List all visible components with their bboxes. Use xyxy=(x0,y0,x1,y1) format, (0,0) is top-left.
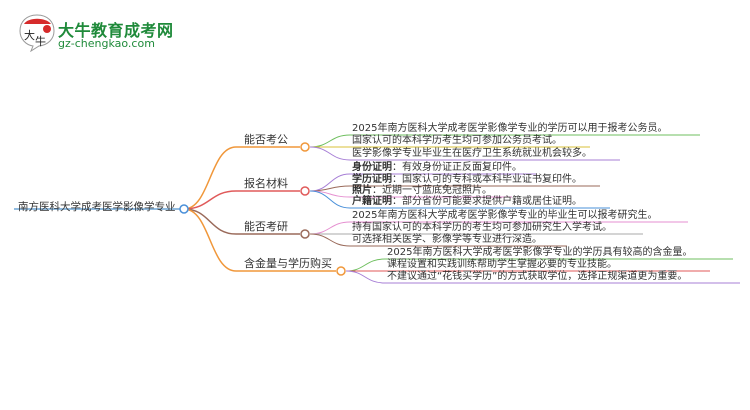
leaf-education-proof: 学历证明：国家认可的专科或本科毕业证书复印件。 xyxy=(352,174,582,186)
leaf-text: 可选择相关医学、影像学等专业进行深造。 xyxy=(352,234,542,245)
leaf-key: 户籍证明 xyxy=(352,196,392,207)
mindmap-root[interactable]: 南方医科大学成考医学影像学专业 xyxy=(18,201,176,213)
leaf-value: ：近期一寸蓝底免冠照片。 xyxy=(372,185,492,196)
branch-application-materials[interactable]: 报名材料 xyxy=(244,177,288,190)
leaf-text: 持有国家认可的本科学历的考生均可参加研究生入学考试。 xyxy=(352,222,612,233)
leaf-text: 不建议通过“花钱买学历”的方式获取学位，选择正规渠道更为重要。 xyxy=(387,271,688,282)
leaf-text: 2025年南方医科大学成考医学影像学专业的学历具有较高的含金量。 xyxy=(387,247,693,258)
svg-text:大: 大 xyxy=(24,28,35,42)
branch-value-and-purchase[interactable]: 含金量与学历购买 xyxy=(244,257,332,270)
leaf-key: 照片 xyxy=(352,185,372,196)
svg-text:牛: 牛 xyxy=(35,34,46,48)
leaf-text: 2025年南方医科大学成考医学影像学专业的毕业生可以报考研究生。 xyxy=(352,210,658,221)
leaf-household-proof: 户籍证明：部分省份可能要求提供户籍或居住证明。 xyxy=(352,196,582,208)
leaf-id-proof: 身份证明：有效身份证正反面复印件。 xyxy=(352,162,522,174)
branch-postgraduate[interactable]: 能否考研 xyxy=(244,220,288,233)
logo-badge-icon: 大 牛 xyxy=(19,14,55,52)
leaf-key: 身份证明 xyxy=(352,162,392,173)
logo-title: 大牛教育成考网 xyxy=(58,21,174,40)
leaf-text: 课程设置和实践训练帮助学生掌握必要的专业技能。 xyxy=(387,259,617,270)
leaf-text: 国家认可的本科学历考生均可参加公务员考试。 xyxy=(352,135,562,146)
leaf-value: ：国家认可的专科或本科毕业证书复印件。 xyxy=(392,174,582,185)
leaf-key: 学历证明 xyxy=(352,174,392,185)
branch-civil-service[interactable]: 能否考公 xyxy=(244,133,288,146)
logo-url: gz-chengkao.com xyxy=(58,37,155,50)
leaf-photo: 照片：近期一寸蓝底免冠照片。 xyxy=(352,185,492,197)
leaf-value: ：有效身份证正反面复印件。 xyxy=(392,162,522,173)
leaf-text: 2025年南方医科大学成考医学影像学专业的学历可以用于报考公务员。 xyxy=(352,123,668,134)
root-node-toggle xyxy=(179,204,189,214)
leaf-value: ：部分省份可能要求提供户籍或居住证明。 xyxy=(392,196,582,207)
leaf-text: 医学影像学专业毕业生在医疗卫生系统就业机会较多。 xyxy=(352,148,592,159)
site-logo[interactable]: 大 牛 大牛教育成考网 gz-chengkao.com xyxy=(18,12,173,54)
